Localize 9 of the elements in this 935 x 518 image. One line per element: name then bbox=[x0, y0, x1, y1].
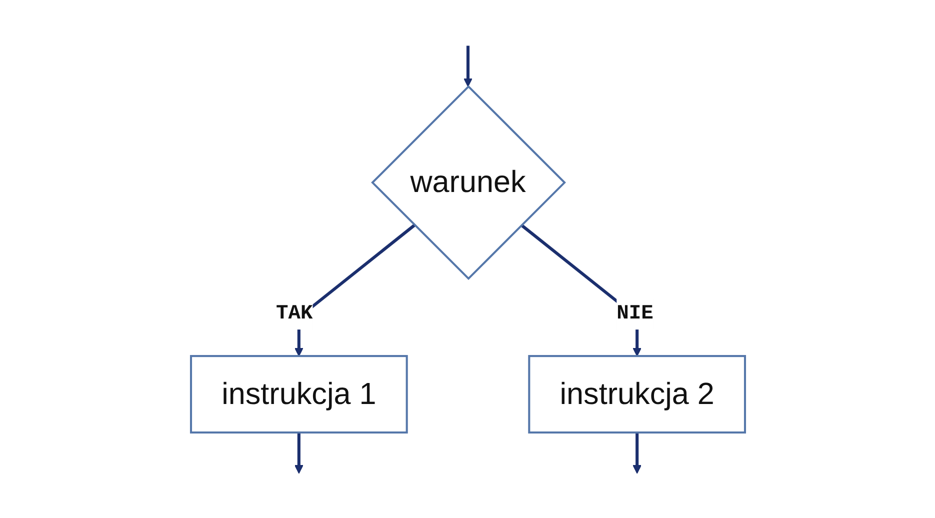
node-box bbox=[189, 354, 408, 433]
edge-label: NIE bbox=[616, 302, 653, 325]
node-diamond bbox=[370, 84, 566, 280]
edge-label: TAK bbox=[276, 302, 312, 325]
arrow bbox=[632, 432, 642, 474]
flowchart: TAK NIE warunek instrukcja 1 instrukcja 2 bbox=[8, 6, 928, 512]
node-box bbox=[528, 354, 746, 433]
arrow bbox=[463, 45, 472, 86]
arrow bbox=[294, 432, 303, 474]
